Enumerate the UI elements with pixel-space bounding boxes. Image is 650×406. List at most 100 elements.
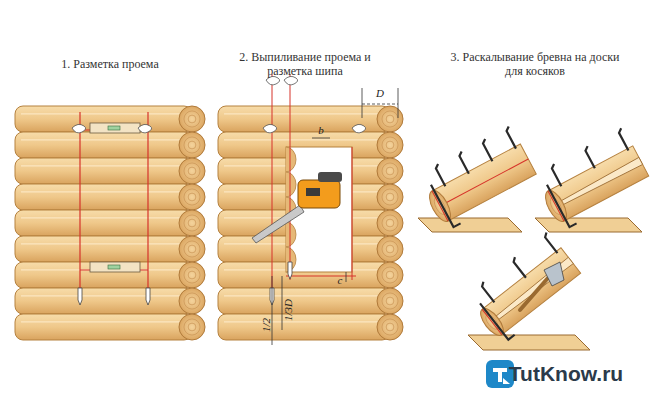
- log-splitting-part: [415, 126, 540, 232]
- log-wall-part: [21, 295, 182, 296]
- log-wall-part: [386, 115, 394, 123]
- log-splitting-part-part: [458, 151, 472, 173]
- log-wall-part: [108, 265, 120, 269]
- log-wall-part: [382, 293, 398, 309]
- log-wall-part: [386, 167, 394, 175]
- log-wall-part: [21, 191, 182, 192]
- log-wall-part: [263, 124, 277, 132]
- log-splitting-part-part: [543, 233, 560, 254]
- log-wall-part: [21, 165, 182, 166]
- log-wall-part: [15, 236, 192, 262]
- log-wall-part: [15, 262, 192, 288]
- log-wall-part: [179, 132, 205, 158]
- log-wall-part: [184, 267, 200, 283]
- log-wall-part: [188, 297, 196, 305]
- log-wall-part: [21, 321, 182, 322]
- log-wall-part: [188, 141, 196, 149]
- log-wall-part: [188, 219, 196, 227]
- log-splitting-part: [418, 218, 522, 232]
- log-wall-part: [179, 158, 205, 184]
- log-wall-part: [90, 262, 140, 272]
- log-splitting-part-part: [554, 157, 643, 209]
- log-wall-part: [272, 276, 273, 345]
- log-splitting-part-part: [512, 257, 529, 278]
- log-wall-part: [286, 276, 356, 277]
- log-wall-part: [286, 172, 296, 197]
- log-wall-part: [138, 124, 152, 132]
- log-wall-part: [15, 288, 192, 314]
- log-wall-part: [386, 219, 394, 227]
- log-wall-part: [382, 189, 398, 205]
- log-wall-part: [224, 321, 380, 322]
- log-wall-part: [318, 172, 342, 182]
- log-splitting-part-part: [480, 299, 515, 340]
- log-wall-part: [184, 215, 200, 231]
- log-wall-part: [377, 184, 403, 210]
- dimension-label: D: [376, 87, 384, 99]
- log-wall-part: [218, 314, 390, 340]
- log-splitting-part-part: [431, 181, 461, 227]
- log-splitting-part-part: [547, 181, 577, 227]
- log-wall-part: [184, 137, 200, 153]
- watermark: TutKnow.ru: [509, 362, 623, 386]
- log-wall-part: [188, 167, 196, 175]
- log-wall-part: [290, 74, 291, 280]
- log-wall-part: [108, 126, 120, 130]
- log-wall-part: [286, 222, 296, 247]
- step-caption: 1. Разметка проема: [20, 57, 200, 71]
- log-wall-part: [224, 295, 380, 296]
- log-splitting-part-part: [618, 128, 632, 150]
- log-wall-part: [188, 271, 196, 279]
- log-wall-part: [346, 272, 347, 282]
- log-wall-part: [79, 112, 80, 300]
- log-wall-part: [386, 193, 394, 201]
- log-wall-part: [382, 215, 398, 231]
- log-wall-part: [184, 241, 200, 257]
- step-caption: 2. Выпиливание проема и разметка шипа: [230, 50, 380, 78]
- log-wall-part: [184, 293, 200, 309]
- log-wall-part: [298, 180, 340, 208]
- log-wall-part: [15, 314, 192, 340]
- log-wall-part: [382, 241, 398, 257]
- log-wall-part: [362, 88, 363, 118]
- log-wall-part: [188, 323, 196, 331]
- log-wall-part: [184, 189, 200, 205]
- log-splitting-part: [464, 231, 586, 345]
- log-splitting-part-part: [480, 282, 497, 303]
- log-wall-part: [179, 184, 205, 210]
- step-caption: 3. Раскалывание бревна на доски для кося…: [448, 50, 623, 78]
- log-wall-part: [386, 141, 394, 149]
- log-wall-part: [377, 288, 403, 314]
- log-wall-part: [15, 184, 192, 210]
- log-wall-part: [78, 288, 82, 305]
- log-wall-part: [286, 147, 296, 172]
- log-wall-part: [362, 104, 398, 105]
- log-wall-part: [90, 123, 140, 133]
- log-wall-part: [15, 106, 192, 132]
- log-wall-part: [352, 124, 366, 132]
- log-wall-part: [146, 288, 150, 305]
- log-wall-part: [306, 188, 320, 196]
- log-splitting-part: [544, 262, 564, 286]
- log-wall-part: [179, 236, 205, 262]
- log-splitting-part: [531, 127, 650, 231]
- log-splitting-part-part: [432, 191, 448, 221]
- log-wall-part: [382, 137, 398, 153]
- dimension-label: c: [338, 274, 343, 286]
- log-wall-part: [218, 106, 390, 132]
- log-wall-part: [15, 158, 192, 184]
- dimension-label: b: [318, 124, 324, 136]
- log-wall: [15, 106, 205, 340]
- log-wall-part: [386, 245, 394, 253]
- log-wall-part: [218, 288, 390, 314]
- log-wall-part: [147, 112, 148, 300]
- log-wall-part: [15, 132, 192, 158]
- log-wall-part: [288, 262, 292, 279]
- log-splitting-part-part: [482, 139, 496, 161]
- log-wall-part: [179, 262, 205, 288]
- log-wall-part: [179, 288, 205, 314]
- log-wall-part: [352, 147, 353, 280]
- log-splitting-part: [535, 218, 642, 232]
- log-wall-part: [72, 124, 86, 132]
